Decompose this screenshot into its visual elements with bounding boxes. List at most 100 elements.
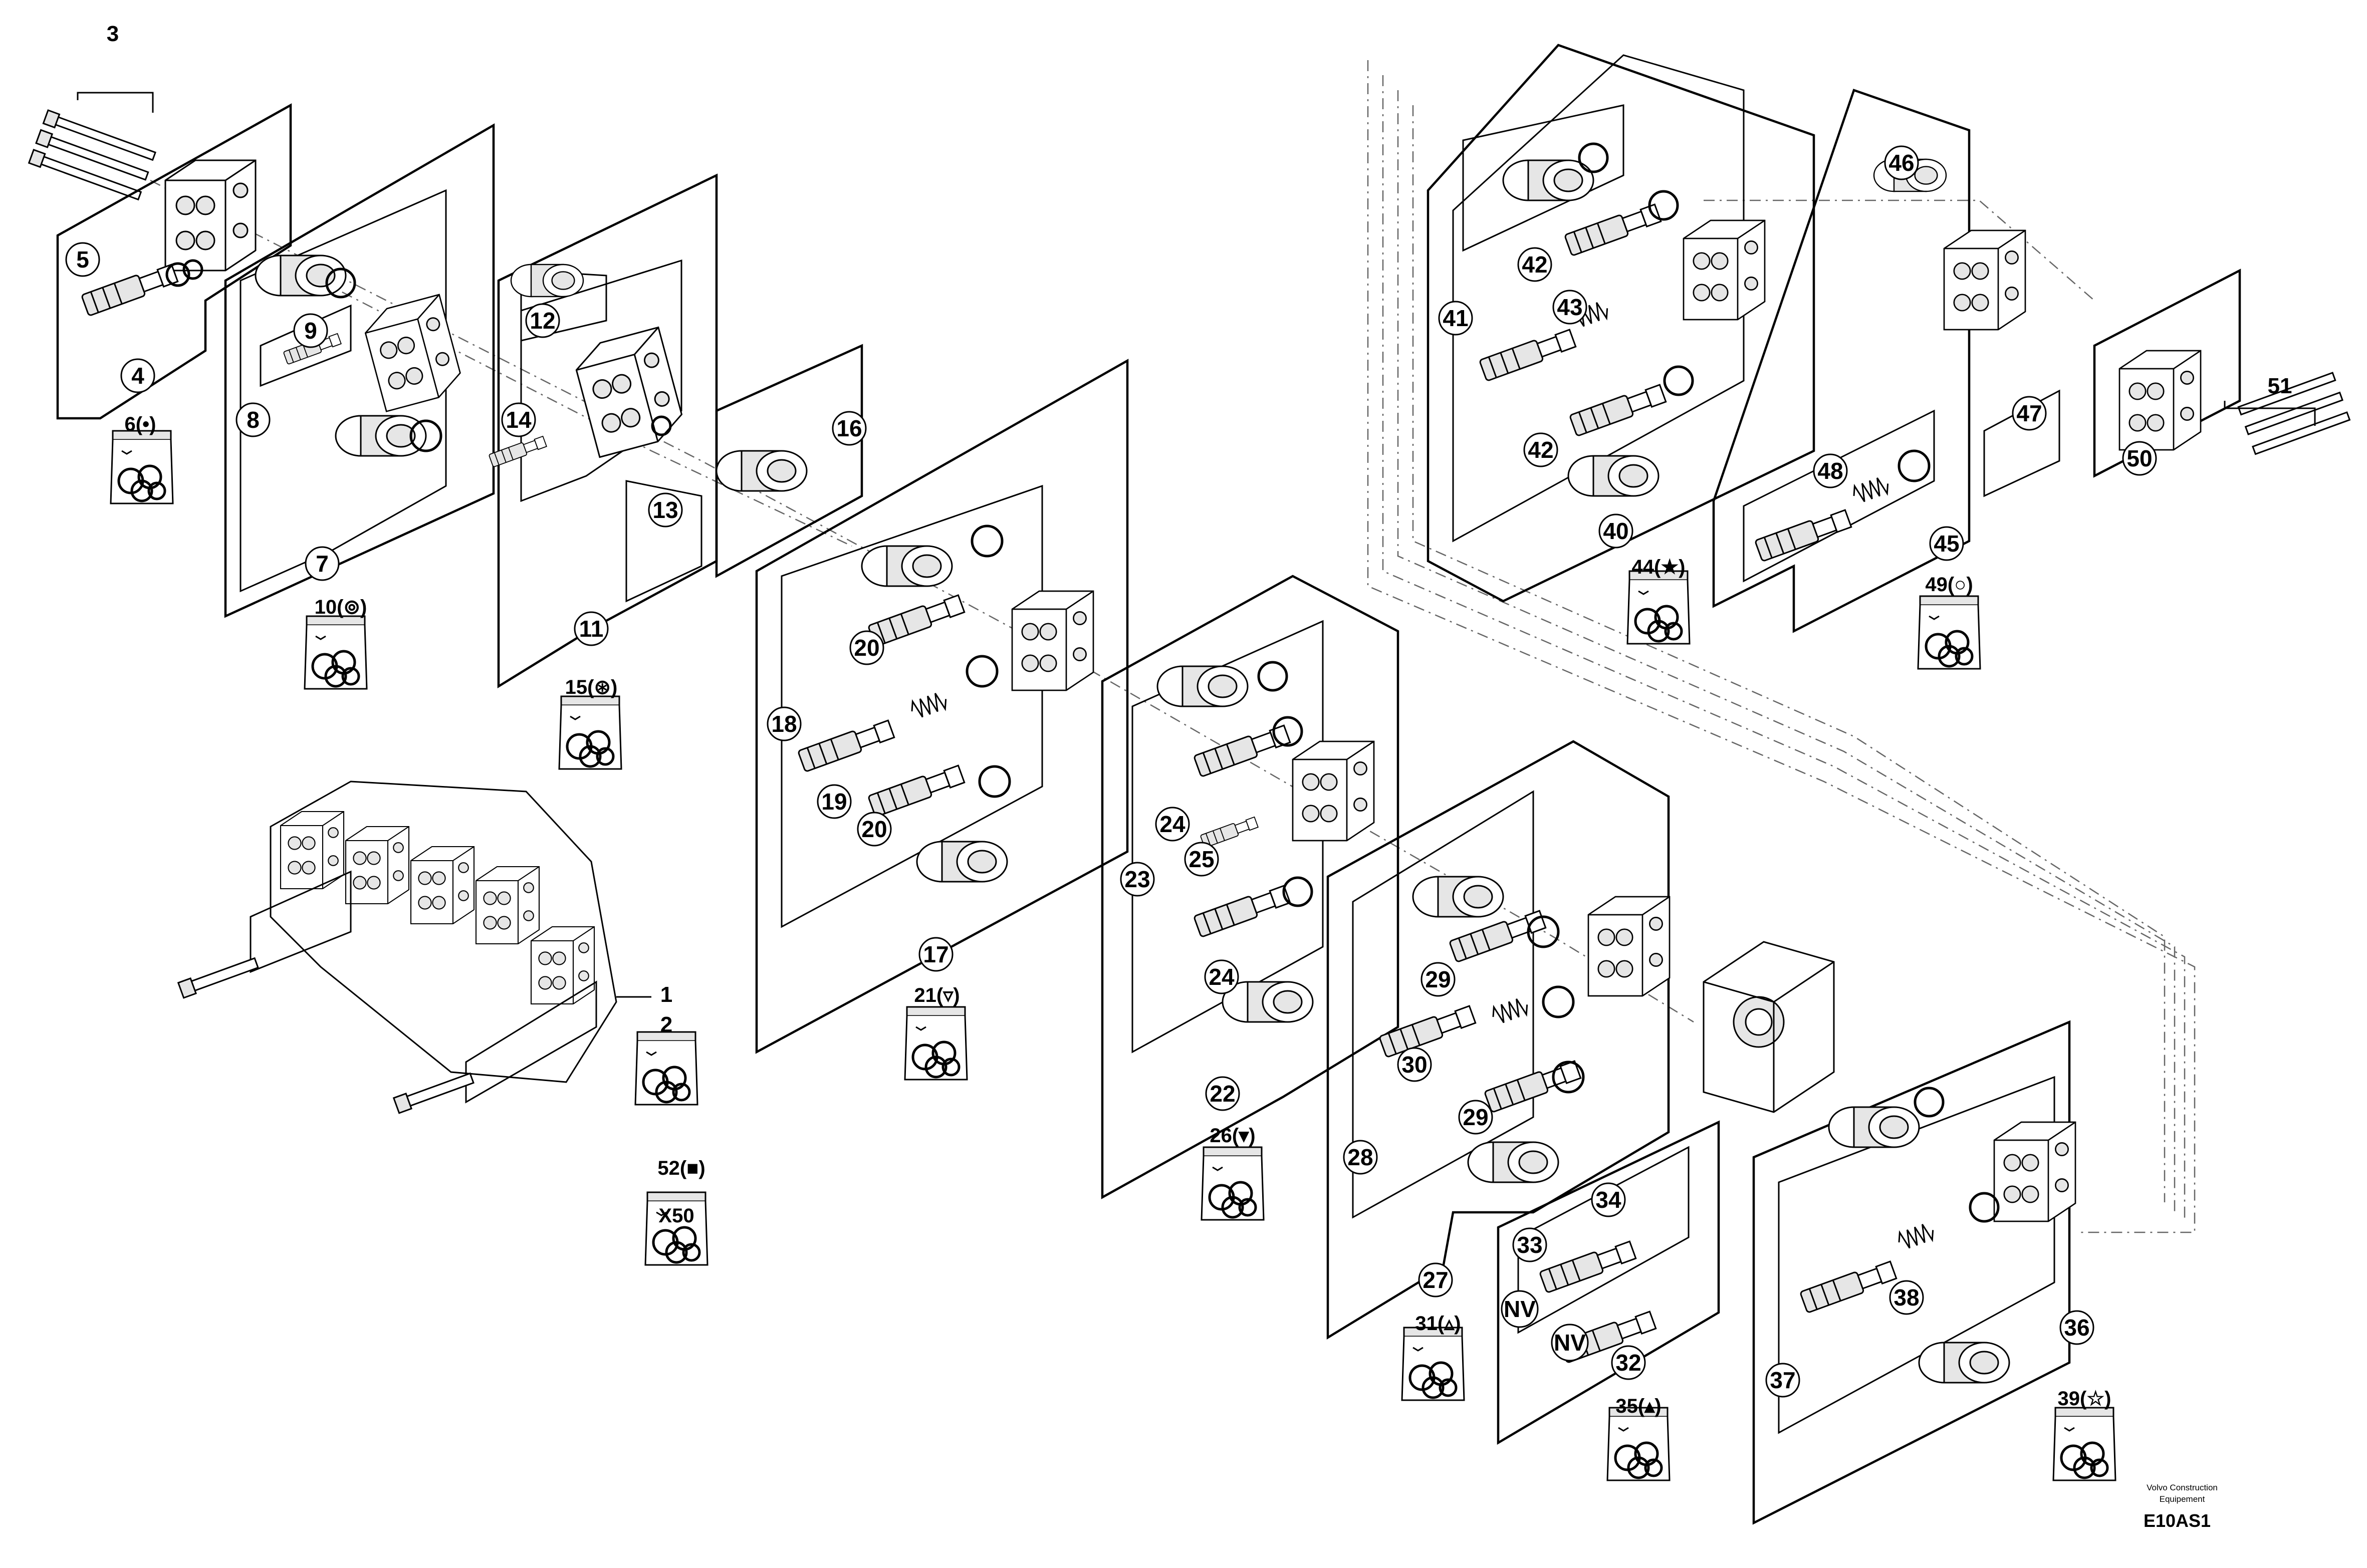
svg-text:28: 28 [1347,1144,1373,1170]
label-x50: X50 [658,1205,694,1227]
label-10: 10(⊚) [315,596,367,618]
label-39: 39(☆) [2058,1388,2111,1410]
label-15: 15(⊛) [565,676,618,698]
section-22-26 [1101,575,1399,1199]
circle-11: 11 [574,611,609,646]
svg-text:48: 48 [1817,458,1843,484]
circle-23: 23 [1120,862,1155,897]
circle-29b: 29 [1458,1100,1493,1135]
svg-text:32: 32 [1615,1350,1641,1376]
svg-text:22: 22 [1210,1081,1235,1107]
circle-38: 38 [1889,1280,1924,1315]
circle-20a: 20 [849,630,884,665]
circle-34: 34 [1591,1182,1626,1217]
svg-text:36: 36 [2064,1315,2089,1341]
section-36-39 [1752,1020,2076,1525]
label-3: 3 [107,22,119,46]
label-44: 44(★) [1632,556,1686,578]
svg-text:14: 14 [506,407,532,433]
circle-37: 37 [1765,1363,1800,1398]
svg-text:30: 30 [1401,1052,1427,1078]
circle-13: 13 [648,492,683,528]
circle-16: 16 [832,411,867,446]
svg-text:43: 43 [1557,294,1582,320]
svg-text:4: 4 [131,363,144,389]
main-valve-assembly [177,780,651,1114]
label-2: 2 [660,1012,672,1037]
circle-7: 7 [305,546,340,581]
circle-43: 43 [1552,290,1587,325]
section-16-21 [715,344,1129,1054]
svg-text:17: 17 [923,941,949,967]
svg-text:37: 37 [1770,1367,1795,1393]
circle-41: 41 [1438,301,1473,336]
circle-12: 12 [525,303,560,338]
circle-40: 40 [1598,513,1633,549]
svg-text:50: 50 [2126,445,2152,471]
svg-text:47: 47 [2016,400,2042,426]
circle-nv2: NV [1551,1324,1589,1362]
label-52: 52(■) [657,1157,705,1179]
section-27-35 [1326,740,1720,1445]
svg-text:40: 40 [1603,518,1628,544]
circle-18: 18 [767,706,802,741]
label-1: 1 [660,982,672,1007]
footer-drawing-code: E10AS1 [2144,1510,2211,1531]
svg-text:8: 8 [247,407,260,433]
circle-14: 14 [501,402,536,437]
svg-text:42: 42 [1528,437,1553,463]
circle-50: 50 [2122,441,2157,476]
callout-labels: 3 6(•) 10(⊚) 15(⊛) 21(▿) 26(▾) 31(▵) 35(… [65,22,2292,1417]
label-6: 6(•) [125,413,156,435]
svg-text:5: 5 [76,246,89,273]
circle-47: 47 [2012,396,2047,431]
svg-text:13: 13 [652,497,678,523]
svg-text:23: 23 [1124,866,1150,892]
svg-text:27: 27 [1423,1267,1448,1293]
svg-text:20: 20 [854,635,879,661]
circle-20b: 20 [857,812,892,847]
circle-28: 28 [1343,1140,1378,1175]
footer-company: Volvo Construction [2147,1483,2218,1492]
drawing-footer: Volvo Construction Equipement E10AS1 [2144,1483,2218,1531]
circle-9: 9 [293,313,328,348]
label-21: 21(▿) [914,984,960,1006]
circle-5: 5 [65,242,100,277]
svg-text:29: 29 [1425,966,1451,992]
svg-text:19: 19 [821,789,847,815]
svg-text:25: 25 [1189,846,1214,872]
circle-36: 36 [2059,1310,2094,1345]
svg-text:7: 7 [316,551,329,577]
svg-text:29: 29 [1463,1104,1488,1130]
circle-4: 4 [120,358,155,393]
svg-text:12: 12 [530,308,555,334]
circle-45: 45 [1929,526,1964,561]
section-inlet [28,92,718,689]
svg-text:11: 11 [579,616,604,642]
circle-24b: 24 [1204,959,1239,994]
circle-24a: 24 [1155,807,1190,842]
circle-42b: 42 [1523,432,1558,467]
circle-48: 48 [1813,453,1848,488]
circle-46: 46 [1884,145,1919,180]
svg-text:24: 24 [1209,964,1235,990]
svg-text:16: 16 [836,415,862,441]
svg-text:34: 34 [1595,1187,1621,1213]
svg-text:45: 45 [1934,531,1959,557]
circle-30: 30 [1397,1047,1432,1082]
svg-text:24: 24 [1159,811,1186,837]
circle-33: 33 [1512,1227,1547,1262]
circle-17: 17 [918,937,954,972]
svg-text:38: 38 [1893,1284,1919,1311]
circle-19: 19 [817,784,852,819]
svg-text:NV: NV [1504,1296,1536,1322]
circle-22: 22 [1205,1076,1240,1111]
section-45-51 [1712,89,2351,633]
svg-text:9: 9 [304,318,317,344]
label-49: 49(○) [1925,574,1973,596]
circle-29a: 29 [1421,962,1456,997]
circle-25: 25 [1184,842,1219,877]
circle-nv1: NV [1501,1290,1539,1328]
section-40-44 [1427,44,1815,603]
